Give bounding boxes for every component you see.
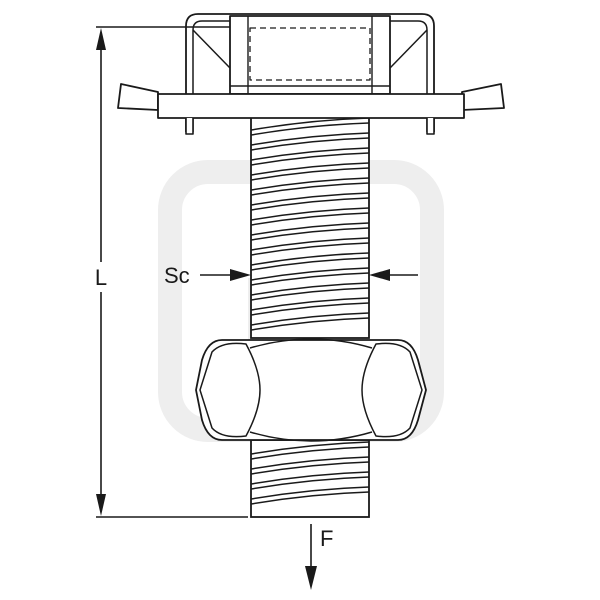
bolt-head-hidden-outline [249,27,371,81]
thread-crest-upper-10 [250,267,370,281]
thread-crest-upper-13 [250,312,370,326]
clip-diagonal-right [389,29,428,69]
nut-center-face-bottom [249,431,373,442]
size-dimension [200,269,418,281]
bolt-head [229,15,391,95]
thread-crest-lower-root-3 [250,491,370,505]
length-arrow-top [96,28,106,50]
thread-crest-upper-root-12 [250,302,370,316]
thread-crest-upper-root-9 [250,257,370,271]
thread-crest-upper-root-6 [250,212,370,226]
force-arrow-head [305,566,317,590]
right-wing-tab [461,83,505,111]
thread-crest-upper-root-7 [250,227,370,241]
thread-crest-lower-2 [250,471,370,485]
thread-crest-upper-root-5 [250,197,370,211]
thread-crest-lower-root-2 [250,476,370,490]
thread-crest-upper-root-10 [250,272,370,286]
washer-plate [157,93,465,119]
nut-outline [195,339,427,441]
nut-center-face-top [249,338,373,349]
size-label: Sc [164,263,190,288]
thread-crest-lower-3 [250,486,370,500]
thread-crest-upper-root-4 [250,182,370,196]
thread-crest-upper-11 [250,282,370,296]
thread-crest-upper-3 [250,162,370,176]
length-label: L [95,265,107,290]
thread-crest-upper-4 [250,177,370,191]
hex-nut [195,338,427,442]
thread-crest-upper-root-0 [250,122,370,136]
force-arrow [305,524,317,590]
thread-crest-upper-2 [250,147,370,161]
size-arrow-left-head [230,269,251,281]
thread-crest-lower-root-1 [250,461,370,475]
thread-crest-upper-1 [250,132,370,146]
thread-crest-upper-6 [250,207,370,221]
length-arrow-bottom [96,494,106,516]
thread-lines-upper [250,117,370,331]
thread-crest-upper-root-2 [250,152,370,166]
thread-crest-upper-root-11 [250,287,370,301]
nut-right-face [361,342,423,438]
force-label: F [320,526,333,551]
bolt-shank [250,113,370,339]
thread-crest-lower-0 [250,441,370,455]
thread-crest-lower-1 [250,456,370,470]
thread-lines-lower [250,441,370,505]
clip-diagonal-left [192,29,231,69]
bolt-head-assembly [117,13,505,135]
thread-crest-upper-8 [250,237,370,251]
size-arrow-right-head [369,269,390,281]
thread-crest-upper-root-13 [250,317,370,331]
thread-crest-upper-root-1 [250,137,370,151]
thread-crest-lower-root-0 [250,446,370,460]
clip-bracket-outer [185,13,435,132]
nut-left-face [199,342,261,438]
thread-crest-upper-root-8 [250,242,370,256]
thread-crest-upper-9 [250,252,370,266]
left-wing-tab [117,83,159,111]
thread-crest-upper-12 [250,297,370,311]
bolt-shank-lower [250,439,370,518]
thread-crest-upper-7 [250,222,370,236]
thread-crest-upper-5 [250,192,370,206]
thread-crest-upper-root-3 [250,167,370,181]
